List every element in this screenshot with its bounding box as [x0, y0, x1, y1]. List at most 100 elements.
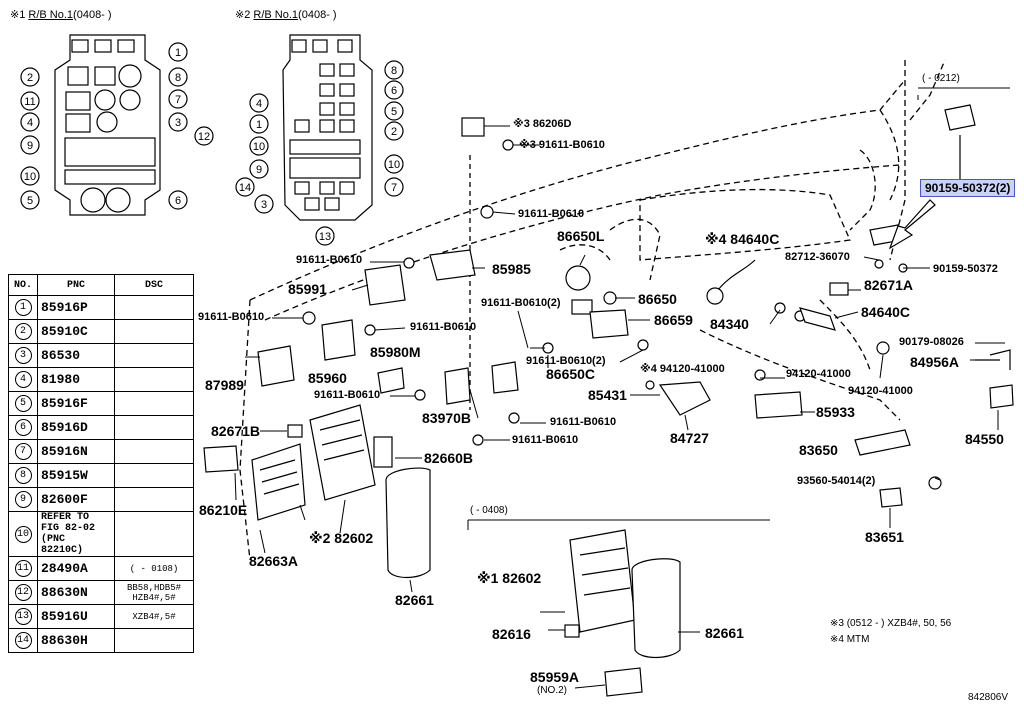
row-no: 4	[8, 367, 38, 392]
label-91611-b0610-h: 91611-B0610	[512, 434, 579, 446]
label-86650c: 86650C	[546, 366, 596, 382]
callout-number: 6	[391, 85, 397, 97]
row-pnc: 82600F	[37, 487, 115, 512]
callout-circle	[194, 126, 214, 146]
date-range-0408: ( - 0408)	[470, 505, 508, 516]
row-pnc: 85916N	[37, 439, 115, 464]
label-91611-b0610-c: 91611-B0610	[296, 254, 363, 266]
label-84640c-4: ※4 84640C	[705, 231, 780, 247]
label-91611-b0610-e: 91611-B0610	[410, 321, 477, 333]
callout-number: 3	[175, 117, 181, 129]
label-82661-b: 82661	[705, 625, 744, 641]
callout-circle	[384, 60, 404, 80]
col-pnc: PNC	[37, 274, 115, 296]
row-dsc	[114, 415, 194, 440]
col-no: NO.	[8, 274, 38, 296]
label-82660b: 82660B	[424, 450, 474, 466]
label-91611-b0610-2b: 91611-B0610(2)	[526, 355, 606, 367]
row-pnc: REFER TO FIG 82-02 (PNC 82210C)	[37, 511, 115, 557]
label-85431: 85431	[588, 387, 627, 403]
callout-number: 12	[198, 131, 210, 143]
row-dsc: XZB4#,5#	[114, 604, 194, 629]
row-no: 14	[8, 628, 38, 653]
col-dsc: DSC	[114, 274, 194, 296]
label-91611-b0610-d: 91611-B0610	[198, 311, 265, 323]
label-91611-b0610-2a: 91611-B0610(2)	[481, 297, 561, 309]
label-85960: 85960	[308, 370, 347, 386]
label-94120-41000-a: 94120-41000	[786, 368, 851, 380]
row-pnc: 28490A	[37, 556, 115, 581]
label-86650l: 86650L	[557, 228, 605, 244]
label-84956a: 84956A	[910, 354, 960, 370]
label-85985: 85985	[492, 261, 531, 277]
label-90159-50372: 90159-50372	[933, 263, 998, 275]
rb1-header: ※1 R/B No.1(0408- )	[10, 9, 112, 21]
callout-circle	[315, 226, 335, 246]
row-pnc: 85916P	[37, 295, 115, 320]
row-pnc: 86530	[37, 343, 115, 368]
row-pnc: 88630H	[37, 628, 115, 653]
label-91611-b0610-a: ※3 91611-B0610	[519, 139, 605, 151]
row-no: 11	[8, 556, 38, 581]
label-82671a: 82671A	[864, 277, 914, 293]
label-87989: 87989	[205, 377, 244, 393]
callout-number: 14	[239, 182, 251, 194]
callout-number: 5	[391, 106, 397, 118]
label-83650: 83650	[799, 442, 838, 458]
callout-circle	[384, 177, 404, 197]
row-no: 1	[8, 295, 38, 320]
row-no: 7	[8, 439, 38, 464]
callout-circle	[384, 154, 404, 174]
callout-number: 10	[24, 171, 36, 183]
figure-id: 842806V	[968, 692, 1009, 703]
callout-circle	[20, 135, 40, 155]
note-4: ※4 MTM	[830, 634, 870, 645]
row-no: 3	[8, 343, 38, 368]
label-82712-36070: 82712-36070	[785, 251, 850, 263]
relay-86206d-shape	[461, 117, 485, 137]
callout-circle	[384, 80, 404, 100]
callout-circle	[235, 177, 255, 197]
label-85980m: 85980M	[370, 344, 421, 360]
callout-circle	[249, 159, 269, 179]
label-84727: 84727	[670, 430, 709, 446]
callout-circle	[168, 67, 188, 87]
callout-number: 13	[319, 231, 331, 243]
callout-number: 10	[388, 159, 400, 171]
callout-circle	[168, 112, 188, 132]
callout-number: 7	[391, 182, 397, 194]
rb2-header: ※2 R/B No.1(0408- )	[235, 9, 337, 21]
label-86650: 86650	[638, 291, 677, 307]
relay-block-1	[54, 34, 161, 216]
row-pnc: 85916D	[37, 415, 115, 440]
label-85959a-sub: (NO.2)	[537, 685, 567, 696]
label-90159-50372-highlight[interactable]: 90159-50372(2)	[920, 179, 1016, 197]
label-84640c: 84640C	[861, 304, 911, 320]
callout-circle	[20, 91, 40, 111]
label-91611-b0610-f: 91611-B0610	[314, 389, 381, 401]
row-pnc: 85910C	[37, 319, 115, 344]
label-86206d: ※3 86206D	[513, 118, 572, 130]
callout-number: 1	[256, 119, 262, 131]
row-no: 10	[8, 511, 38, 557]
relay-block-2	[282, 34, 373, 221]
label-82661-a: 82661	[395, 592, 434, 608]
row-no: 2	[8, 319, 38, 344]
row-dsc: BB58,HDB5# HZB4#,5#	[114, 580, 194, 605]
date-range-0212: ( - 0212)	[922, 73, 960, 84]
row-pnc: 81980	[37, 367, 115, 392]
row-dsc	[114, 391, 194, 416]
label-85991: 85991	[288, 281, 327, 297]
callout-number: 3	[261, 199, 267, 211]
